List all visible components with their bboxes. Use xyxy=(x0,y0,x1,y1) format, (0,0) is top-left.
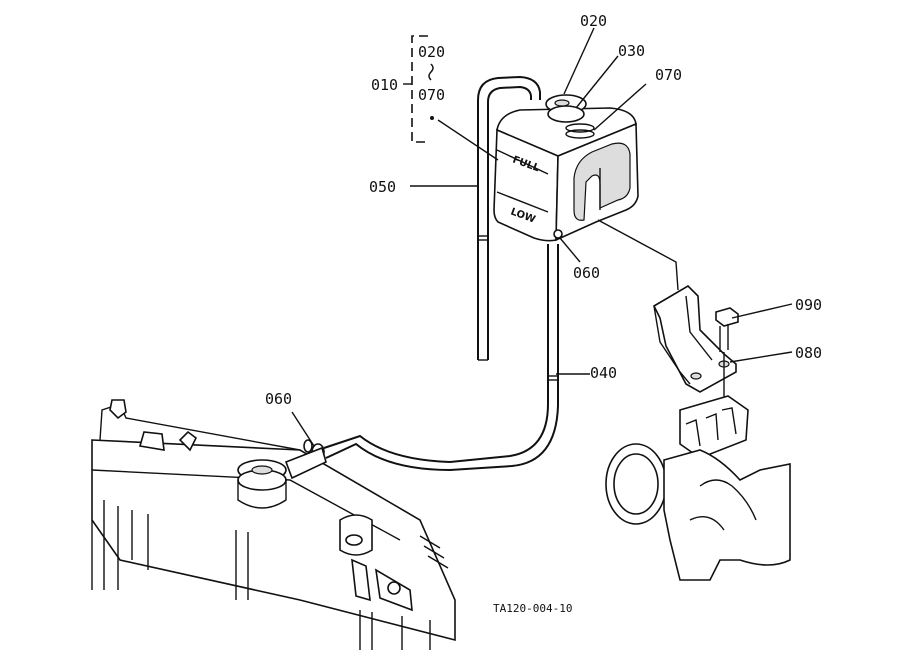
label-060-tank: 060 xyxy=(573,264,600,282)
label-020: 020 xyxy=(580,12,607,30)
leader-lines xyxy=(291,27,793,447)
label-080: 080 xyxy=(795,344,822,362)
figure-id: TA120-004-10 xyxy=(493,602,572,615)
tank-bracket-080 xyxy=(597,219,737,393)
label-050: 050 xyxy=(369,178,396,196)
hose-040 xyxy=(323,244,559,472)
label-070-group: 070 xyxy=(418,86,445,104)
radiator xyxy=(91,399,456,650)
engine-housing xyxy=(605,395,791,581)
label-070: 070 xyxy=(655,66,682,84)
label-090: 090 xyxy=(795,296,822,314)
label-020-group: 020 xyxy=(418,43,445,61)
reserve-tank xyxy=(493,94,639,242)
label-040: 040 xyxy=(590,364,617,382)
overflow-pipe-050 xyxy=(477,75,541,361)
label-030: 030 xyxy=(618,42,645,60)
assembly-bracket xyxy=(403,35,434,143)
label-060-radiator: 060 xyxy=(265,390,292,408)
radiator-core xyxy=(91,500,431,650)
label-010: 010 xyxy=(371,76,398,94)
cap-ribs xyxy=(565,123,595,139)
bolt-090 xyxy=(715,307,739,404)
